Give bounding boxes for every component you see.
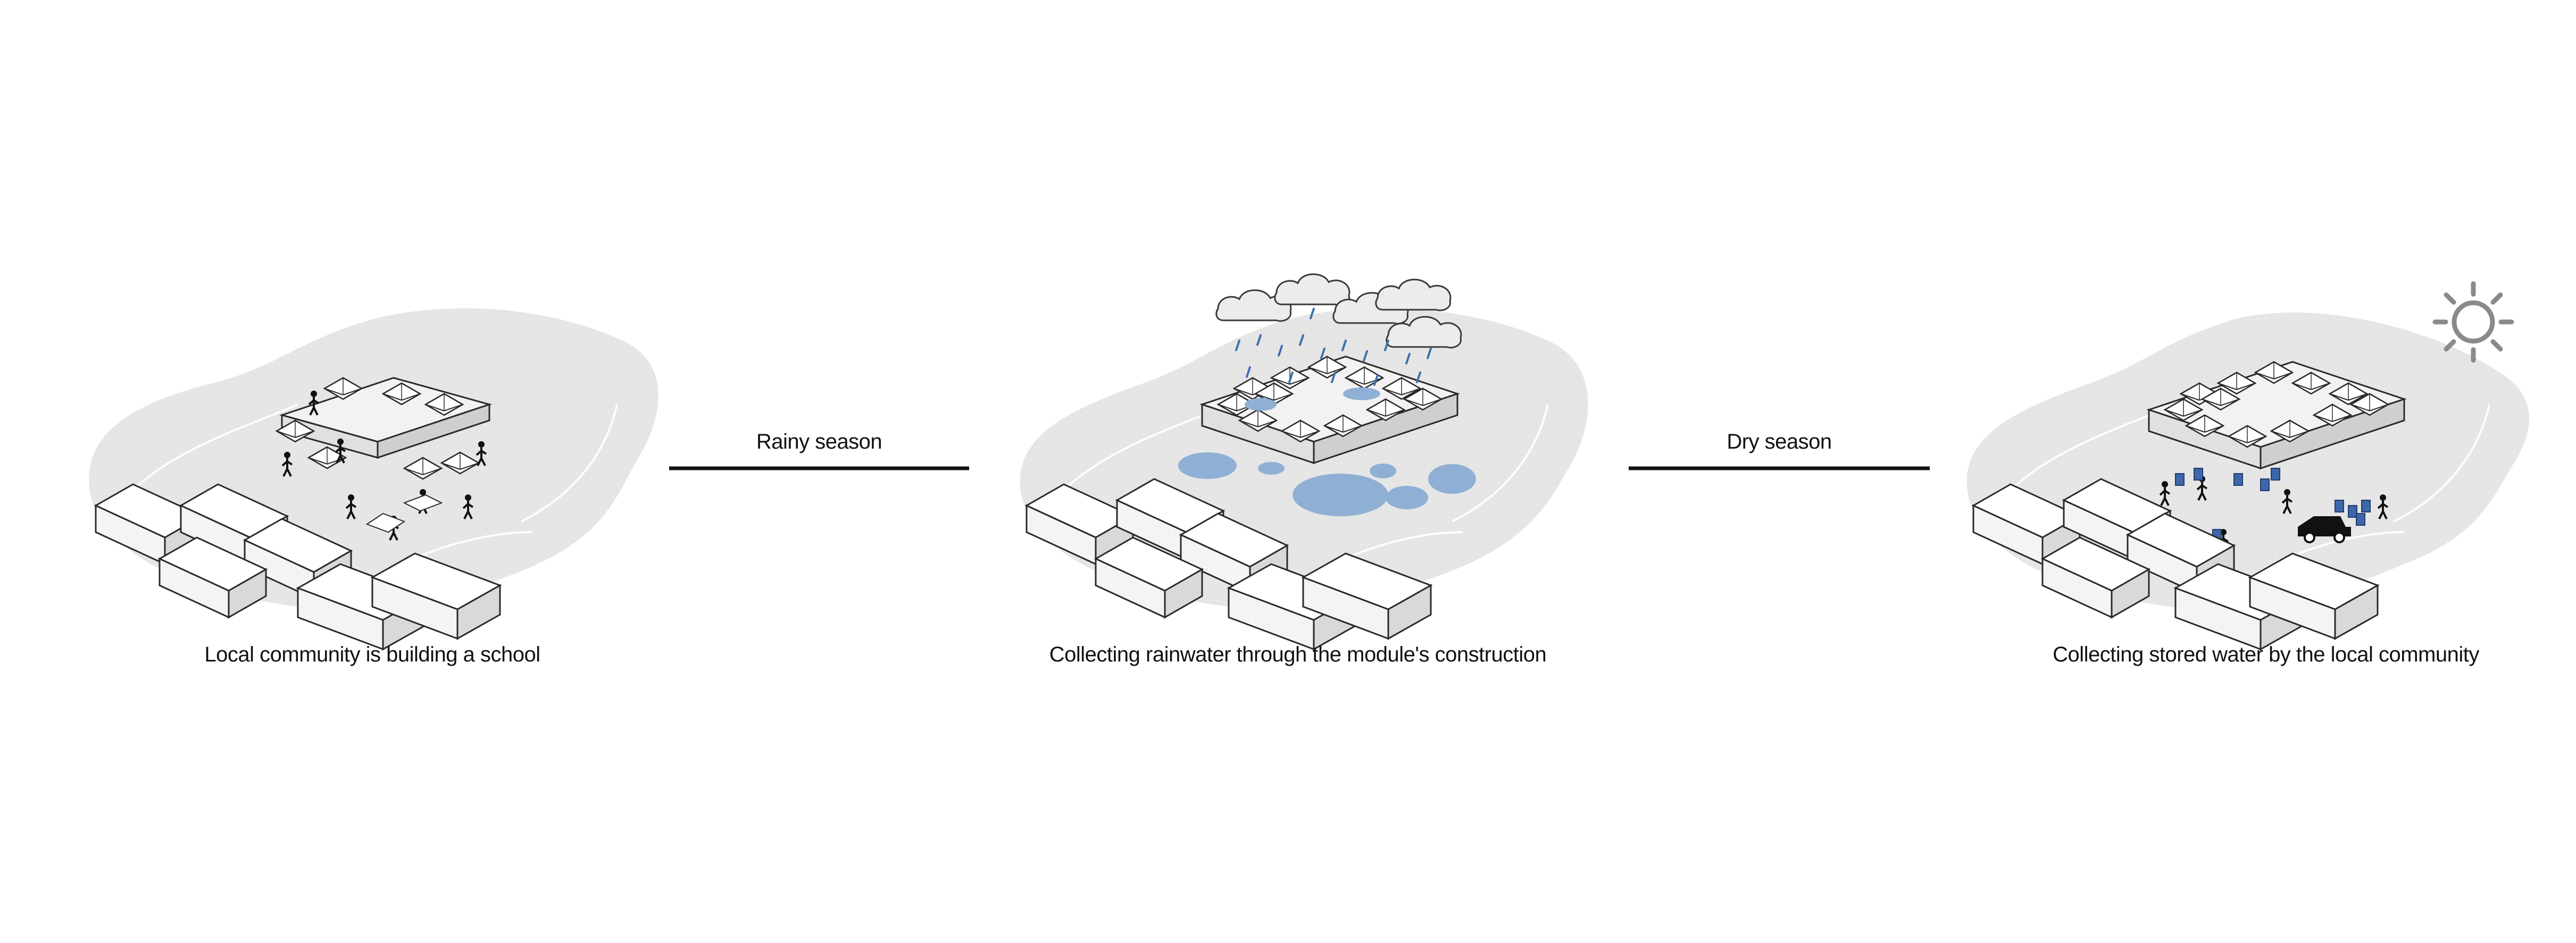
stage-1-illustration (89, 308, 658, 650)
completed-school (2146, 361, 2407, 470)
rain-drops (1235, 308, 1432, 386)
stage-3-illustration (1966, 281, 2529, 650)
sun-icon (2432, 281, 2514, 363)
stage-2-illustration (1020, 273, 1588, 650)
transition-label-rainy: Rainy season (756, 430, 882, 453)
stage-1-caption: Local community is building a school (204, 643, 540, 666)
pickup-truck (2298, 516, 2351, 543)
stage-2-caption: Collecting rainwater through the module'… (1049, 643, 1547, 666)
school-under-construction (276, 377, 493, 480)
stage-3-caption: Collecting stored water by the local com… (2053, 643, 2479, 666)
completed-school (1199, 355, 1460, 465)
transition-label-dry: Dry season (1727, 430, 1832, 453)
water-puddles (1178, 452, 1476, 516)
